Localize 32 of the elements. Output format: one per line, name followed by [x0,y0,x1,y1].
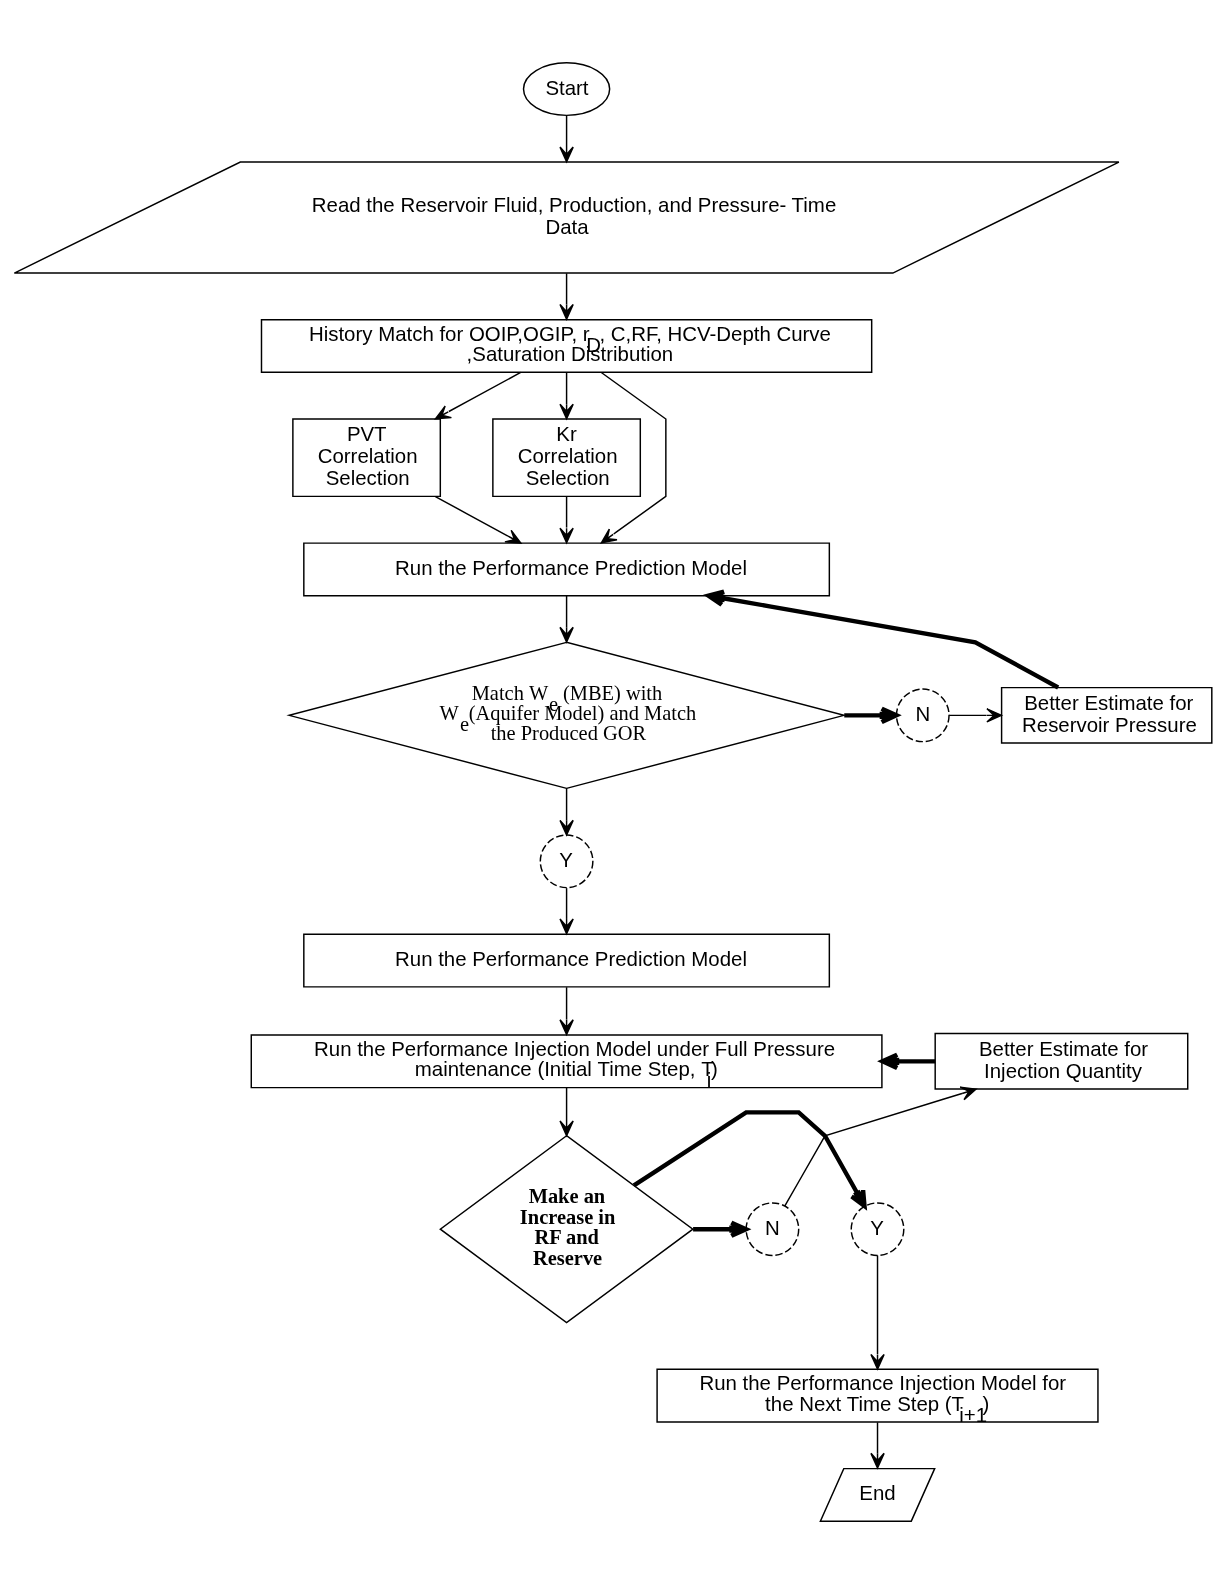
arrow [434,371,522,420]
arrow [559,272,574,320]
arrow [559,495,574,543]
arrow [559,1086,574,1136]
arrow [559,886,574,934]
node-box: Better Estimate for Injection Quantity [934,1032,1189,1090]
node-box: PVT Correlation Selection [292,417,442,497]
arrow [559,986,574,1035]
arrow [559,787,574,836]
node-ellipse: Start [522,61,611,116]
node-circle: Y [539,833,594,888]
arrow [559,371,574,420]
arrow [870,1421,885,1469]
arrow [600,371,667,544]
arrow [844,706,899,724]
arrow [559,114,574,162]
node-circle: Y [850,1201,905,1256]
node-circle: N [745,1201,800,1256]
node-box: Run the Performance Prediction Model [303,541,831,596]
arrow [706,589,1060,689]
node-circle: N [895,687,950,742]
arrow [632,1109,867,1208]
node-box: Run the Performance Prediction Model [303,933,831,988]
node-box: Better Estimate for Reservoir Pressure [1000,686,1213,744]
node-box: Kr Correlation Selection [492,417,642,497]
arrow [559,594,574,643]
arrow [434,495,522,544]
node-diamond: Make an Increase in RF and Reserve [439,1134,695,1324]
arrow [880,1052,936,1070]
arrow [693,1219,749,1238]
arrow [870,1254,885,1370]
arrow [948,707,1003,723]
